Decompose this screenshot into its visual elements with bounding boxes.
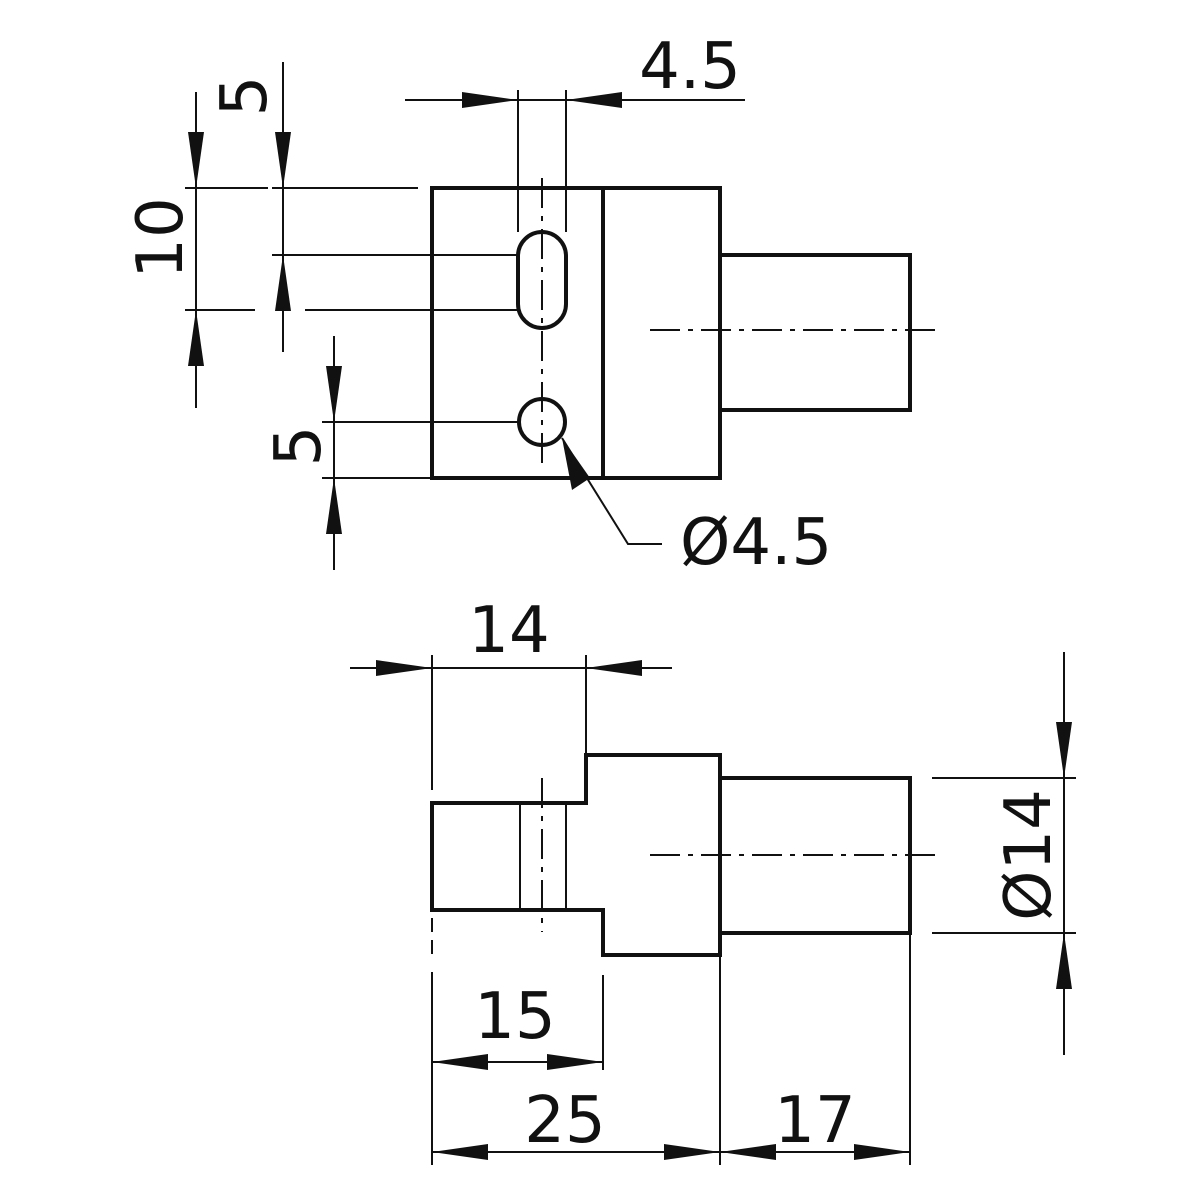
dim-body-length-label: 25: [524, 1084, 605, 1158]
dim-slot-offset-label: 5: [208, 76, 282, 117]
dim-slot-length-label: 10: [124, 197, 198, 278]
dim-shaft-diameter-label: Ø14: [992, 789, 1066, 921]
dim-step-length-label: 14: [468, 594, 549, 668]
dim-hole-offset-label: 5: [262, 426, 336, 467]
dim-slot-depth-label: 15: [474, 980, 555, 1054]
dim-slot-depth: 15: [431, 972, 604, 1165]
dim-shaft-length-label: 17: [774, 1084, 855, 1158]
top-shaft-outline: [718, 253, 912, 412]
dim-body-length: 25: [432, 955, 721, 1165]
dim-shaft-diameter: Ø14: [932, 652, 1076, 1055]
dim-shaft-length: 17: [720, 933, 911, 1165]
top-body-outline: [430, 186, 722, 480]
top-view: 4.5 5 10 5: [124, 30, 942, 580]
dim-hole-offset: 5: [262, 336, 519, 570]
dim-step-length: 14: [350, 594, 672, 962]
dim-slot-offset: 5: [208, 62, 518, 352]
side-view: 14 Ø14 15 25: [350, 594, 1076, 1165]
dim-slot-width-label: 4.5: [639, 30, 741, 104]
dim-slot-width: 4.5: [405, 30, 745, 232]
dim-hole-diameter-label: Ø4.5: [680, 506, 832, 580]
leader-hole-diameter: Ø4.5: [561, 437, 832, 580]
dim-slot-length: 10: [124, 92, 518, 408]
